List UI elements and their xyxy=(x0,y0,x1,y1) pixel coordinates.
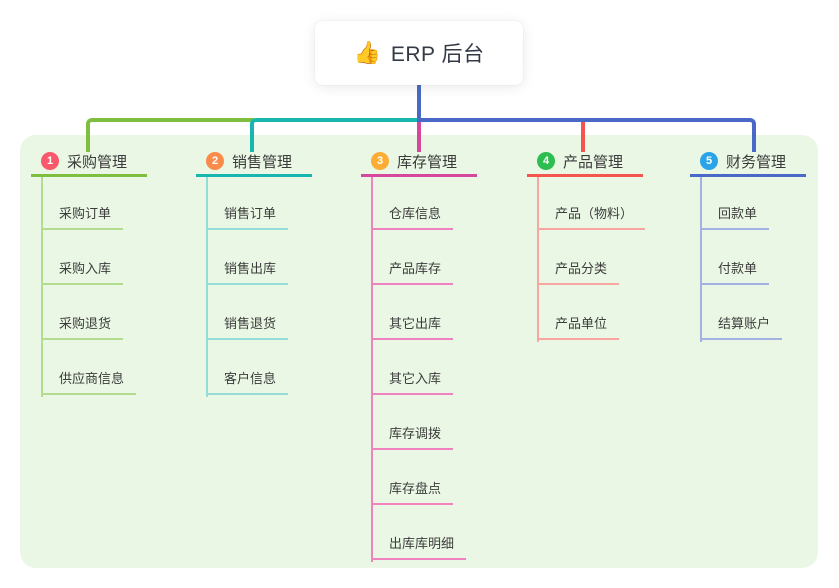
child-node[interactable]: 回款单 xyxy=(700,177,770,230)
branch-title: 采购管理 xyxy=(67,153,128,171)
child-node[interactable]: 库存调拨 xyxy=(371,395,454,450)
child-node[interactable]: 出库库明细 xyxy=(371,505,467,560)
branch-header-3[interactable]: 3 库存管理 xyxy=(361,148,477,177)
child-node[interactable]: 采购退货 xyxy=(41,285,124,340)
child-node[interactable]: 其它出库 xyxy=(371,285,454,340)
child-node[interactable]: 其它入库 xyxy=(371,340,454,395)
branch-header-2[interactable]: 2 销售管理 xyxy=(196,148,312,177)
child-node[interactable]: 销售订单 xyxy=(206,177,289,230)
child-node[interactable]: 仓库信息 xyxy=(371,177,454,230)
root-node[interactable]: 👍 ERP 后台 xyxy=(315,21,523,85)
branch-children: 仓库信息产品库存其它出库其它入库库存调拨库存盘点出库库明细 xyxy=(361,177,477,562)
mindmap-panel xyxy=(20,135,818,568)
branch-number-badge: 5 xyxy=(700,152,718,170)
branch-title: 库存管理 xyxy=(397,153,458,171)
branch-number-badge: 2 xyxy=(206,152,224,170)
child-node[interactable]: 产品单位 xyxy=(537,285,620,340)
connector-branch-5 xyxy=(419,118,756,152)
thumbs-up-icon: 👍 xyxy=(353,40,381,65)
branch-header-5[interactable]: 5 财务管理 xyxy=(690,148,806,177)
child-node[interactable]: 销售出库 xyxy=(206,230,289,285)
child-node[interactable]: 库存盘点 xyxy=(371,450,454,505)
branch-child-connector xyxy=(41,177,43,397)
child-node[interactable]: 产品分类 xyxy=(537,230,620,285)
branch-number-badge: 4 xyxy=(537,152,555,170)
branch-3: 3 库存管理仓库信息产品库存其它出库其它入库库存调拨库存盘点出库库明细 xyxy=(361,148,477,562)
child-node[interactable]: 结算账户 xyxy=(700,285,783,340)
branch-2: 2 销售管理销售订单销售出库销售退货客户信息 xyxy=(196,148,312,397)
connector-root-vertical xyxy=(417,85,421,122)
branch-5: 5 财务管理回款单付款单结算账户 xyxy=(690,148,806,342)
branch-header-4[interactable]: 4 产品管理 xyxy=(527,148,643,177)
branch-child-connector xyxy=(371,177,373,562)
branch-header-1[interactable]: 1 采购管理 xyxy=(31,148,147,177)
child-node[interactable]: 付款单 xyxy=(700,230,770,285)
branch-children: 回款单付款单结算账户 xyxy=(690,177,806,342)
connector-branch-4 xyxy=(581,122,585,152)
branch-child-connector xyxy=(700,177,702,342)
branch-4: 4 产品管理产品（物料）产品分类产品单位 xyxy=(527,148,646,342)
branch-children: 销售订单销售出库销售退货客户信息 xyxy=(196,177,312,397)
child-node[interactable]: 采购订单 xyxy=(41,177,124,230)
connector-branch-1 xyxy=(86,118,254,152)
child-node[interactable]: 采购入库 xyxy=(41,230,124,285)
branch-children: 产品（物料）产品分类产品单位 xyxy=(527,177,646,342)
child-node[interactable]: 客户信息 xyxy=(206,340,289,395)
branch-child-connector xyxy=(537,177,539,342)
branch-title: 财务管理 xyxy=(726,153,787,171)
branch-1: 1 采购管理采购订单采购入库采购退货供应商信息 xyxy=(31,148,147,397)
connector-branch-3 xyxy=(417,122,421,152)
child-node[interactable]: 销售退货 xyxy=(206,285,289,340)
branch-children: 采购订单采购入库采购退货供应商信息 xyxy=(31,177,147,397)
root-node-label: ERP 后台 xyxy=(390,43,485,66)
branch-number-badge: 3 xyxy=(371,152,389,170)
branch-title: 销售管理 xyxy=(232,153,293,171)
branch-child-connector xyxy=(206,177,208,397)
child-node[interactable]: 产品库存 xyxy=(371,230,454,285)
branch-number-badge: 1 xyxy=(41,152,59,170)
child-node[interactable]: 供应商信息 xyxy=(41,340,137,395)
branch-title: 产品管理 xyxy=(563,153,624,171)
child-node[interactable]: 产品（物料） xyxy=(537,177,646,230)
connector-branch-2 xyxy=(250,118,421,152)
